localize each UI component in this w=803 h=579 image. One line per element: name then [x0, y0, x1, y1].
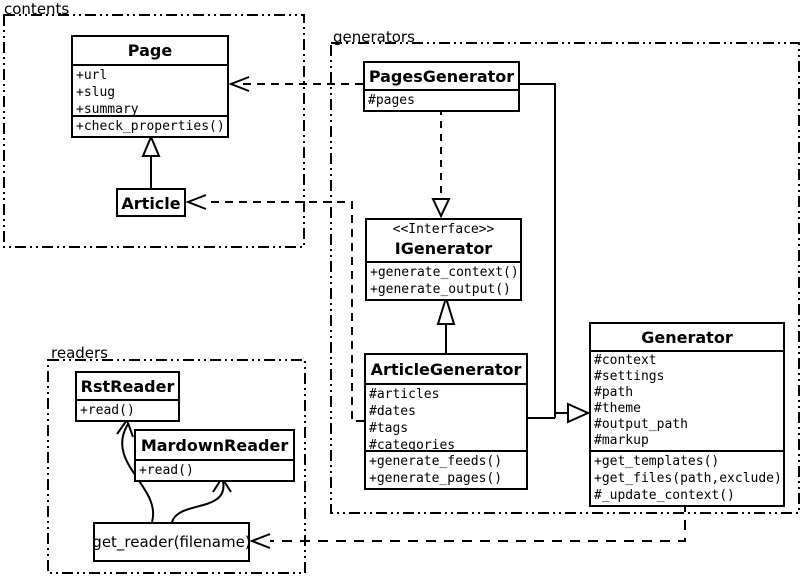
method: +generate_feeds() [369, 454, 503, 469]
class-pagesgenerator: PagesGenerator #pages [363, 61, 520, 112]
class-page-attributes: +url +slug +summary [73, 64, 227, 117]
attribute: #output_path [594, 417, 688, 432]
package-readers-border [47, 359, 306, 574]
dependency-articlegenerator-article-line [206, 201, 364, 422]
attribute: #markup [594, 433, 649, 448]
class-articlegenerator: ArticleGenerator #articles #dates #tags … [364, 353, 528, 490]
interface-igenerator-title: IGenerator [394, 239, 493, 258]
class-articlegenerator-methods: +generate_feeds() +generate_pages() [366, 450, 526, 488]
method: +read() [80, 403, 135, 418]
attribute: #context [594, 353, 657, 368]
class-articlegenerator-attributes: #articles #dates #tags #categories [366, 383, 526, 453]
class-rstreader: RstReader +read() [75, 371, 180, 422]
generalization-generators-generator-line [520, 83, 568, 419]
class-page: Page +url +slug +summary +check_properti… [71, 35, 229, 138]
class-generator-attributes: #context #settings #path #theme #output_… [591, 350, 783, 450]
class-mardownreader: MardownReader +read() [134, 429, 295, 482]
method: +get_files(path,exclude) [594, 471, 782, 486]
dependency-generator-getreader-line [270, 502, 686, 542]
attribute: #path [594, 385, 634, 400]
attribute: #categories [369, 438, 456, 453]
attribute: +summary [76, 102, 139, 117]
attribute: #articles [369, 387, 440, 402]
method: +generate_pages() [369, 471, 503, 486]
attribute: #settings [594, 369, 665, 384]
class-generator-methods: +get_templates() +get_files(path,exclude… [591, 450, 783, 505]
class-articlegenerator-title: ArticleGenerator [370, 359, 522, 379]
class-mardownreader-title: MardownReader [140, 435, 289, 455]
realization-pagesgenerator-igenerator-triangle [431, 198, 451, 219]
attribute: #dates [369, 404, 416, 419]
package-generators-border [330, 42, 800, 514]
class-generator: Generator #context #settings #path #them… [589, 322, 785, 507]
method: +get_templates() [594, 454, 720, 469]
class-page-methods: +check_properties() [73, 115, 227, 136]
method: +check_properties() [76, 119, 225, 134]
class-generator-title: Generator [641, 327, 733, 347]
package-contents-label: contents [4, 0, 70, 18]
attribute: #theme [594, 401, 641, 416]
class-rstreader-methods: +read() [77, 399, 178, 420]
attribute: +url [76, 68, 108, 83]
class-article-title: Article [121, 194, 181, 213]
attribute: #pages [368, 93, 415, 108]
function-get-reader-box: get_reader(filename) [92, 522, 251, 562]
dependency-articlegenerator-article-arrowhead [185, 194, 207, 210]
generalization-generators-generator-triangle [567, 402, 591, 424]
method: +read() [139, 463, 194, 478]
arrow-getreader-mardownreader-line [171, 480, 225, 523]
method: +generate_context() [370, 265, 519, 280]
attribute: +slug [76, 85, 116, 100]
attribute: #tags [369, 421, 409, 436]
package-contents-border [3, 14, 305, 248]
class-rstreader-title: RstReader [80, 376, 175, 396]
class-page-title: Page [127, 41, 173, 60]
package-readers-label: readers [51, 344, 108, 362]
dependency-generator-getreader-arrowhead [249, 533, 271, 549]
interface-igenerator-methods: +generate_context() +generate_output() [367, 261, 520, 299]
package-generators-label: generators [333, 28, 415, 46]
class-pagesgenerator-title: PagesGenerator [368, 66, 515, 86]
generalization-articlegenerator-igenerator-triangle [436, 294, 456, 325]
method: +generate_output() [370, 282, 511, 297]
class-pagesgenerator-attributes: #pages [365, 89, 518, 110]
class-article: Article [116, 188, 186, 217]
interface-igenerator: <<Interface>> IGenerator +generate_conte… [365, 218, 522, 301]
interface-igenerator-header: <<Interface>> IGenerator [367, 220, 520, 261]
dependency-pagesgenerator-page-arrowhead [228, 76, 250, 92]
method: #_update_context() [594, 488, 735, 503]
generalization-article-page-triangle [141, 134, 161, 157]
function-get-reader-label: get_reader(filename) [92, 533, 251, 551]
class-mardownreader-methods: +read() [136, 459, 293, 480]
interface-stereotype: <<Interface>> [392, 222, 495, 237]
